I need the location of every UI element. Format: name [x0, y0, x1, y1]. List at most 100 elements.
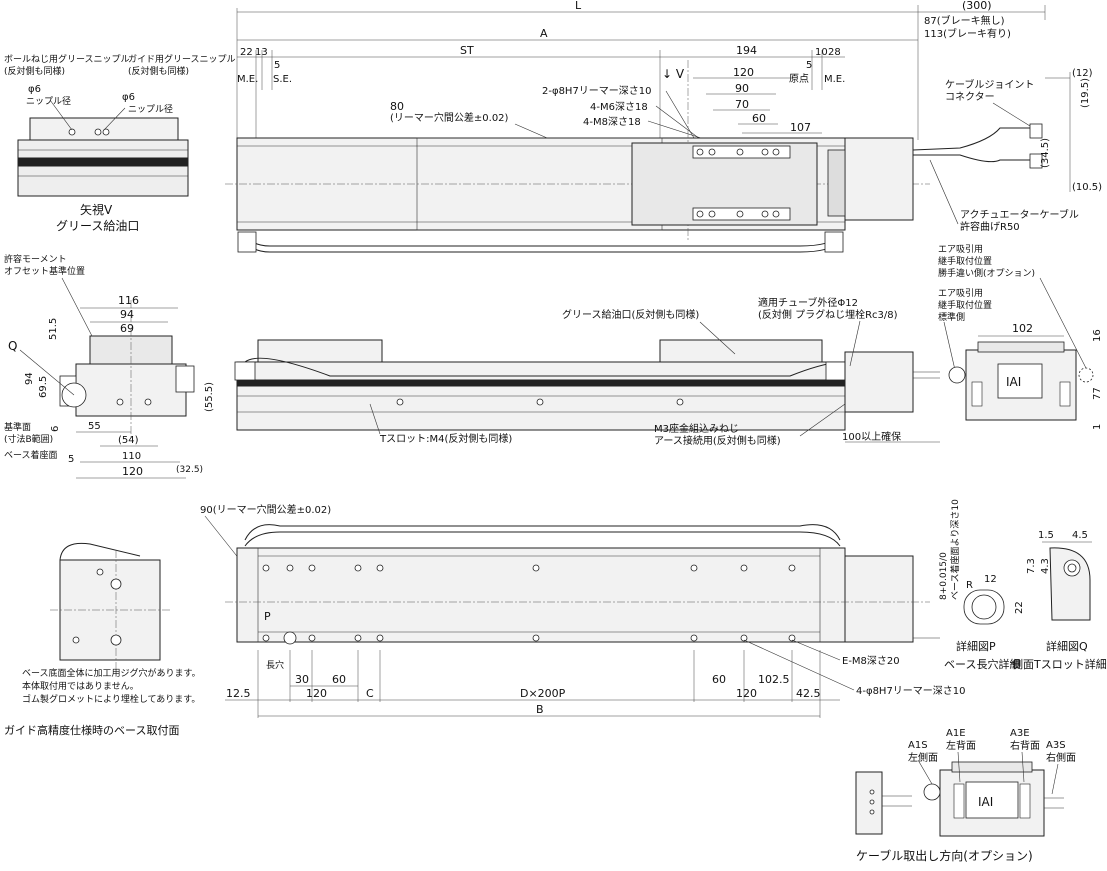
- guide-note-3: ゴム製グロメットにより埋栓してあります。: [22, 693, 200, 705]
- detail-p-R: R: [966, 580, 973, 591]
- dim-6: 6: [50, 426, 61, 432]
- air-opt-label-3: 勝手違い側(オプション): [938, 267, 1035, 279]
- detail-p: ベース着座面より深さ10 8+0.015/0 R 12 22 詳細図P ベース長…: [939, 499, 1025, 671]
- moment-label-1: 許容モーメント: [4, 253, 67, 265]
- dim-10-5: (10.5): [1072, 182, 1102, 193]
- brake-none-label: 87(ブレーキ無し): [924, 14, 1005, 27]
- nipple-dia-b: ニップル径: [128, 103, 173, 115]
- detail-q-7-3: 7.3: [1026, 558, 1037, 574]
- dim-L: L: [575, 0, 582, 12]
- dim-60-a: 60: [332, 673, 346, 686]
- dim-69: 69: [120, 322, 134, 335]
- dim-ST: ST: [460, 44, 474, 57]
- cable-option-view: A1S 左側面 A1E 左背面 A3E 右背面 A3S 右側面 IAI ケーブル…: [855, 728, 1076, 863]
- clearance-label: 100以上確保: [842, 430, 901, 443]
- air-std-label-2: 継手取付位置: [938, 299, 992, 311]
- dim-22: 22: [240, 47, 253, 58]
- dim-80: 80: [390, 100, 404, 113]
- side-grease-label: グリース給油口(反対側も同様): [562, 308, 699, 321]
- dim-13: 13: [255, 47, 268, 58]
- opt-A1E: A1E: [946, 728, 966, 739]
- cable-option-title: ケーブル取出し方向(オプション): [856, 848, 1033, 863]
- bottom-view: 90(リーマー穴間公差±0.02) P 長穴 12.5 120 30 60 C …: [200, 503, 966, 718]
- nipple-dia-a: ニップル径: [26, 95, 71, 107]
- m6-label: 4-M6深さ18: [590, 101, 648, 113]
- dim-120: 120: [733, 66, 754, 79]
- end-view-left: 許容モーメント オフセット基準位置 116 94 69 51.5 Q 94 69…: [4, 253, 215, 479]
- detail-p-22: 22: [1014, 601, 1025, 614]
- opt-A3E: A3E: [1010, 728, 1030, 739]
- dim-60-b: 60: [712, 673, 726, 686]
- t-slot-label: Tスロット:M4(反対側も同様): [379, 432, 512, 445]
- detail-p-depth: ベース着座面より深さ10: [949, 499, 961, 600]
- dim-5: 5: [68, 454, 74, 465]
- opt-A3S: A3S: [1046, 740, 1066, 751]
- dim-B: B: [536, 703, 544, 716]
- phi6-b: φ6: [122, 92, 135, 103]
- air-opt-label-1: エア吸引用: [938, 244, 983, 255]
- dim-19-5: (19.5): [1080, 78, 1091, 108]
- view-v-title: 矢視V: [80, 202, 113, 217]
- guide-nipple-label: ガイド用グリースニップル: [128, 53, 236, 65]
- dim-16: 16: [1092, 329, 1103, 342]
- dim-94-v: 94: [24, 372, 35, 385]
- m3-label-2: アース接続用(反対側も同様): [654, 434, 781, 447]
- opt-A3E-sub: 右背面: [1010, 739, 1040, 752]
- actuator-cable-label: アクチュエーターケーブル: [960, 208, 1079, 221]
- detail-p-title-1: 詳細図P: [956, 639, 996, 653]
- view-v-arrow: ↓ V: [662, 67, 685, 81]
- long-hole-label: 長穴: [266, 659, 284, 671]
- detail-q-4-5: 4.5: [1072, 530, 1088, 541]
- bottom-reamer-tol: 90(リーマー穴間公差±0.02): [200, 503, 331, 516]
- dim-1: 1: [1092, 424, 1103, 430]
- dim-300: (300): [962, 0, 992, 12]
- ballscrew-nipple-sub: (反対側も同様): [4, 65, 65, 77]
- top-view: L (300) A 87(ブレーキ無し) 113(ブレーキ有り) 22 13 5…: [225, 0, 1102, 253]
- e-m8-label: E-M8深さ20: [842, 655, 900, 667]
- cable-joint-label-2: コネクター: [945, 91, 995, 103]
- dim-34-5: (34.5): [1040, 138, 1051, 168]
- guide-nipple-sub: (反対側も同様): [128, 65, 189, 77]
- ref-face-range: (寸法B範囲): [4, 433, 53, 445]
- air-opt-label-2: 継手取付位置: [938, 255, 992, 267]
- dim-42-5: 42.5: [796, 687, 821, 700]
- detail-p-tol: 8+0.015/0: [939, 552, 949, 600]
- detail-q-title-1: 詳細図Q: [1046, 639, 1088, 653]
- iai-logo: IAI: [1006, 375, 1021, 389]
- dim-A: A: [540, 27, 548, 40]
- dim-110: 110: [122, 451, 141, 462]
- label-P: P: [264, 610, 271, 623]
- dim-120-b: 120: [736, 687, 757, 700]
- guide-note-1: ベース底面全体に加工用ジグ穴があります。: [22, 667, 201, 679]
- guide-base-title: ガイド高精度仕様時のベース取付面: [4, 723, 179, 737]
- opt-A1E-sub: 左背面: [946, 739, 976, 752]
- me-right-label: M.E.: [824, 74, 845, 85]
- view-v: ボールねじ用グリースニップル (反対側も同様) ガイド用グリースニップル (反対…: [4, 53, 236, 233]
- dim-107: 107: [790, 121, 811, 134]
- dim-70: 70: [735, 98, 749, 111]
- me-left-label: M.E.: [237, 74, 258, 85]
- dim-28: 28: [828, 47, 841, 58]
- opt-A1S-sub: 左側面: [908, 751, 938, 764]
- dim-5-left: 5: [274, 60, 280, 71]
- detail-q-1-5: 1.5: [1038, 530, 1054, 541]
- side-view: グリース給油口(反対側も同様) 適用チューブ外径Φ12 (反対側 プラグねじ埋栓…: [234, 296, 940, 447]
- dim-30: 30: [295, 673, 309, 686]
- brake-with-label: 113(ブレーキ有り): [924, 27, 1011, 40]
- guide-base-view: ベース底面全体に加工用ジグ穴があります。 本体取付用ではありません。 ゴム製グロ…: [4, 542, 201, 737]
- detail-q-title-2: 側面Tスロット詳細: [1012, 657, 1107, 671]
- air-std-label-1: エア吸引用: [938, 288, 983, 299]
- moment-label-2: オフセット基準位置: [4, 265, 85, 277]
- dim-10: 10: [815, 47, 828, 58]
- dim-5-right: 5: [806, 60, 812, 71]
- dim-102-5: 102.5: [758, 673, 790, 686]
- phi6-a: φ6: [28, 84, 41, 95]
- dim-12-5: 12.5: [226, 687, 251, 700]
- detail-q-4-3: 4.3: [1040, 558, 1051, 574]
- detail-q: 1.5 4.5 7.3 4.3 詳細図Q 側面Tスロット詳細: [1012, 530, 1107, 671]
- detail-p-title-2: ベース長穴詳細: [944, 657, 1020, 671]
- ref-face-label: 基準面: [4, 421, 31, 433]
- dim-102: 102: [1012, 322, 1033, 335]
- cable-joint-label-1: ケーブルジョイント: [945, 78, 1034, 91]
